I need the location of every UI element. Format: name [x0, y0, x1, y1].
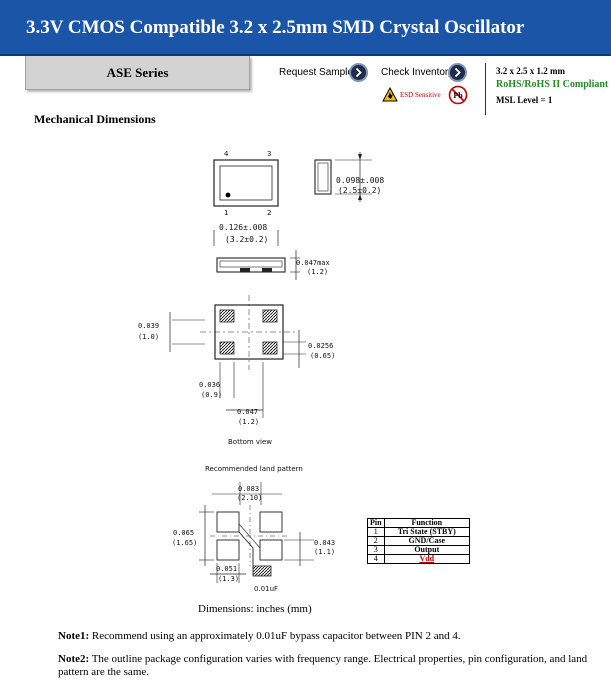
- dim-top-width-mm: (3.2±0.2): [225, 235, 268, 244]
- dim-land-bottom-mm: (1.3): [218, 575, 239, 583]
- page-title: 3.3V CMOS Compatible 3.2 x 2.5mm SMD Cry…: [26, 17, 525, 38]
- check-inventory-link[interactable]: Check Inventory: [381, 67, 454, 78]
- divider: [485, 63, 486, 115]
- dim-land-left-inch: 0.065: [173, 529, 194, 537]
- note-1-text: Recommend using an approximately 0.01uF …: [89, 630, 461, 642]
- pin-number: 4: [367, 554, 385, 564]
- pin-label-3: 3: [267, 150, 271, 158]
- dim-bottom-right-mm: (0.65): [310, 352, 335, 360]
- dim-bottom-left-inch: 0.039: [138, 322, 159, 330]
- land-pattern-title: Recommended land pattern: [205, 465, 303, 473]
- dim-land-right-mm: (1.1): [314, 548, 335, 556]
- dim-land-left-mm: (1.65): [172, 539, 197, 547]
- dim-bottom-pitch-mm: (1.2): [238, 418, 259, 426]
- note-1-label: Note1:: [58, 630, 90, 642]
- pin-label-2: 2: [267, 209, 271, 217]
- note-2: Note2: The outline package configuration…: [58, 653, 606, 679]
- dim-bottom-lower-inch: 0.036: [199, 381, 220, 389]
- capacitor-icon: [252, 565, 272, 577]
- dim-top-width-inch: 0.126±.008: [219, 223, 267, 232]
- request-samples-link[interactable]: Request Samples: [279, 67, 358, 78]
- dim-side-height-mm: (1.2): [307, 268, 328, 276]
- pin-function: Vdd: [383, 554, 471, 564]
- series-tab: ASE Series: [25, 56, 250, 90]
- dim-top-height-inch: 0.098±.008: [336, 176, 384, 185]
- side-view-height: 0.098±.008 (2.5±0.2): [314, 152, 384, 202]
- side-profile: 0.047max (1.2): [216, 250, 330, 280]
- pb-label: Pb: [453, 91, 463, 100]
- chevron-right-icon: [454, 67, 461, 78]
- dim-top-height-mm: (2.5±0.2): [338, 186, 381, 195]
- spec-size: 3.2 x 2.5 x 1.2 mm: [496, 66, 565, 76]
- note-2-label: Note2:: [58, 653, 90, 665]
- mechanical-drawing: 4 3 1 2 0.126±.008 (3.2±0.2) 0.098±.008 …: [138, 150, 384, 593]
- dim-land-bottom-inch: 0.051: [216, 565, 237, 573]
- header-bar: 3.3V CMOS Compatible 3.2 x 2.5mm SMD Cry…: [0, 0, 611, 56]
- chevron-right-icon: [355, 67, 362, 78]
- section-title: Mechanical Dimensions: [34, 112, 156, 126]
- spec-rohs: RoHS/RoHS II Compliant: [496, 79, 609, 90]
- bottom-view: 0.039 (1.0) 0.0256 (0.65) 0.036 (0.9) 0.…: [138, 295, 335, 446]
- dim-bottom-pitch-inch: 0.047: [237, 408, 258, 416]
- check-inventory-button[interactable]: [448, 63, 467, 82]
- top-view: 4 3 1 2 0.126±.008 (3.2±0.2): [213, 150, 279, 246]
- dim-bottom-lower-mm: (0.9): [201, 391, 222, 399]
- request-samples-button[interactable]: [349, 63, 368, 82]
- note-1: Note1: Recommend using an approximately …: [58, 630, 606, 643]
- dim-land-right-inch: 0.043: [314, 539, 335, 547]
- series-label: ASE Series: [106, 65, 169, 80]
- dimensions-caption: Dimensions: inches (mm): [198, 603, 312, 615]
- spec-msl: MSL Level = 1: [496, 95, 553, 105]
- capacitor-label: 0.01uF: [254, 585, 278, 593]
- pin-label-4: 4: [224, 150, 229, 158]
- dim-land-top-inch: 0.083: [238, 485, 259, 493]
- table-row: 4 Vdd: [367, 554, 471, 564]
- esd-warning-icon: [382, 87, 398, 102]
- dim-bottom-left-mm: (1.0): [138, 333, 159, 341]
- bottom-view-label: Bottom view: [228, 438, 272, 446]
- dim-bottom-right-inch: 0.0256: [308, 342, 333, 350]
- pin-label-1: 1: [224, 209, 228, 217]
- dim-side-height-inch: 0.047max: [296, 259, 330, 267]
- note-2-text: The outline package configuration varies…: [58, 653, 588, 678]
- land-pattern: Recommended land pattern 0.083 (2.10) 0.…: [172, 465, 335, 593]
- pin-function-table: Pin Function 1 Tri State (STBY) 2 GND/Ca…: [367, 518, 471, 564]
- pb-free-icon: Pb: [448, 85, 468, 105]
- dim-land-top-mm: (2.10): [237, 494, 262, 502]
- esd-sensitive-label: ESD Sensitive: [400, 91, 441, 99]
